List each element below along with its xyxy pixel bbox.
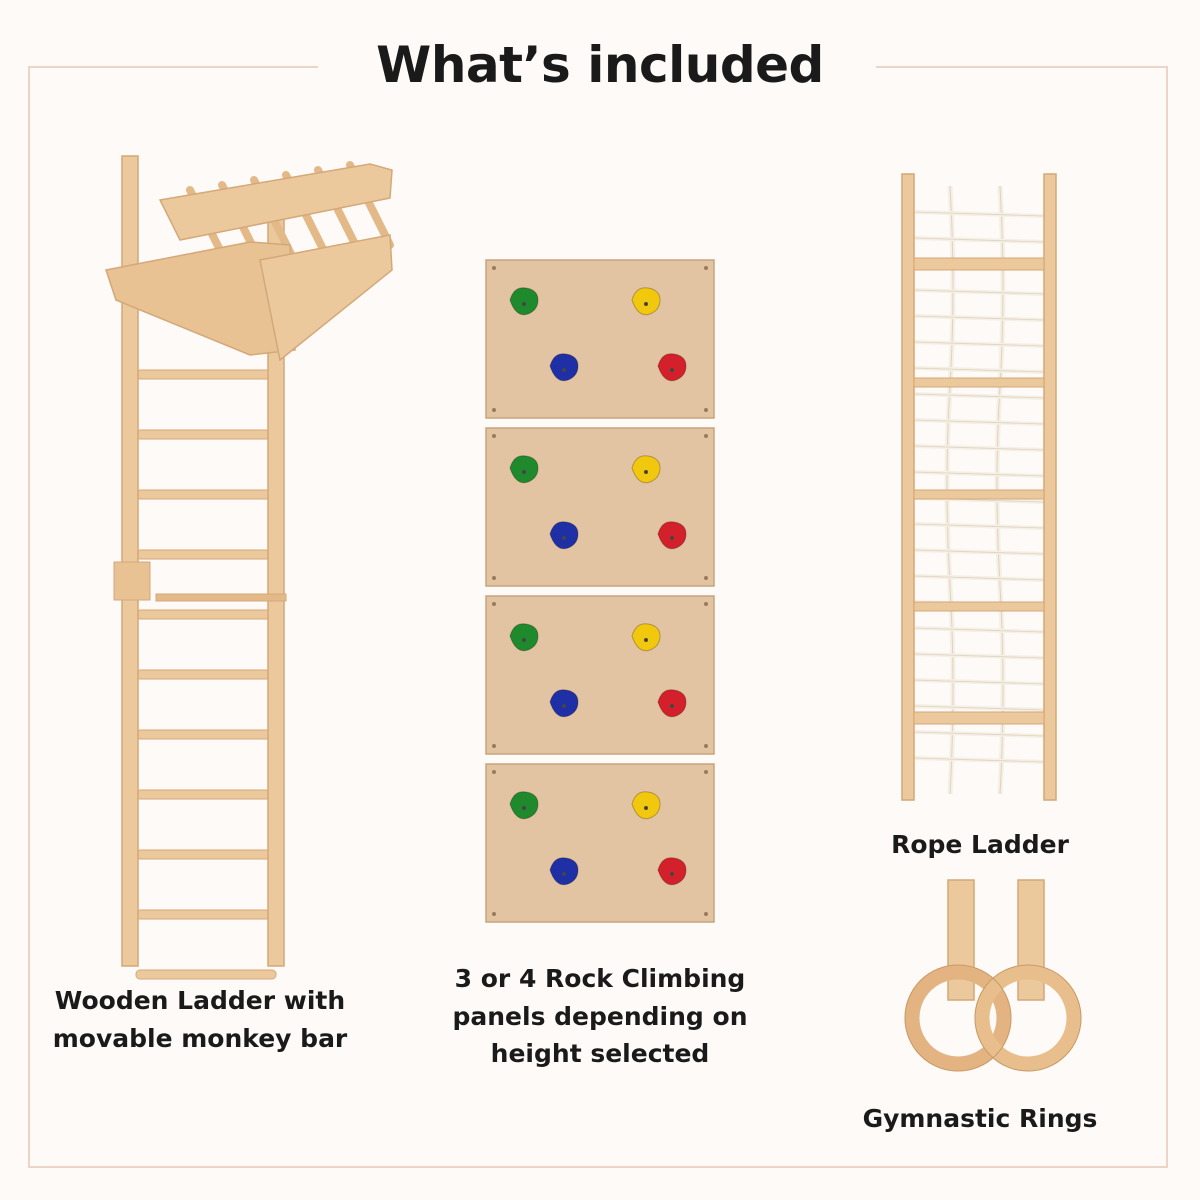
caption-rope-ladder: Rope Ladder (830, 826, 1130, 864)
caption-climbing-panels-line1: 3 or 4 Rock Climbing (454, 964, 746, 993)
frame-bottom (28, 1166, 1168, 1168)
caption-gymnastic-rings: Gymnastic Rings (830, 1100, 1130, 1138)
gymnastic-rings-illustration (904, 879, 1082, 1072)
frame-top-left (28, 66, 318, 68)
frame-top-right (876, 66, 1168, 68)
caption-climbing-panels-line3: height selected (490, 1039, 710, 1068)
frame-right (1166, 66, 1168, 1168)
caption-rope-ladder-line1: Rope Ladder (891, 830, 1069, 859)
caption-wooden-ladder-line2: movable monkey bar (52, 1023, 348, 1053)
page-title: What’s included (376, 36, 824, 94)
frame-left (28, 66, 30, 1168)
caption-climbing-panels: 3 or 4 Rock Climbing panels depending on… (420, 960, 780, 1073)
caption-wooden-ladder: Wooden Ladder with movable monkey bar (30, 982, 370, 1057)
rope-ladder-illustration (901, 173, 1057, 801)
caption-wooden-ladder-line1: Wooden Ladder with (54, 986, 346, 1015)
climbing-panels-illustration (485, 259, 715, 923)
caption-gymnastic-rings-line1: Gymnastic Rings (862, 1104, 1098, 1133)
wooden-ladder-illustration (105, 155, 394, 980)
caption-climbing-panels-line2: panels depending on (452, 1001, 748, 1031)
